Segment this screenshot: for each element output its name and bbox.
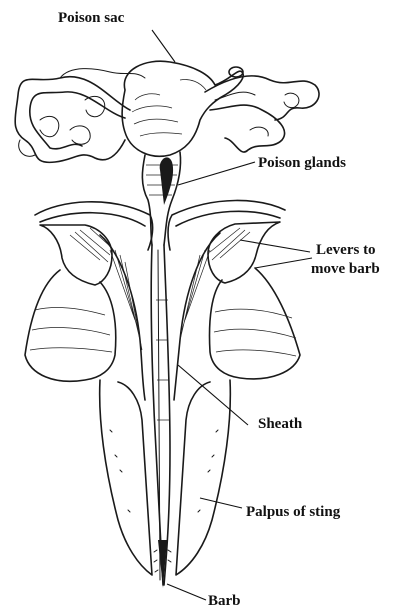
sheath (151, 245, 170, 585)
label-barb: Barb (208, 593, 241, 609)
label-palpus-of-sting: Palpus of sting (246, 504, 341, 520)
poison-glands (15, 69, 319, 163)
label-levers-line1: Levers to (316, 242, 376, 258)
venom-duct (142, 152, 180, 245)
right-lever (174, 222, 300, 400)
label-poison-sac: Poison sac (58, 10, 125, 26)
label-sheath: Sheath (258, 416, 303, 432)
label-levers-line2: move barb (311, 261, 380, 277)
left-lever (25, 225, 145, 400)
label-poison-glands: Poison glands (258, 155, 346, 171)
barb (154, 540, 171, 588)
